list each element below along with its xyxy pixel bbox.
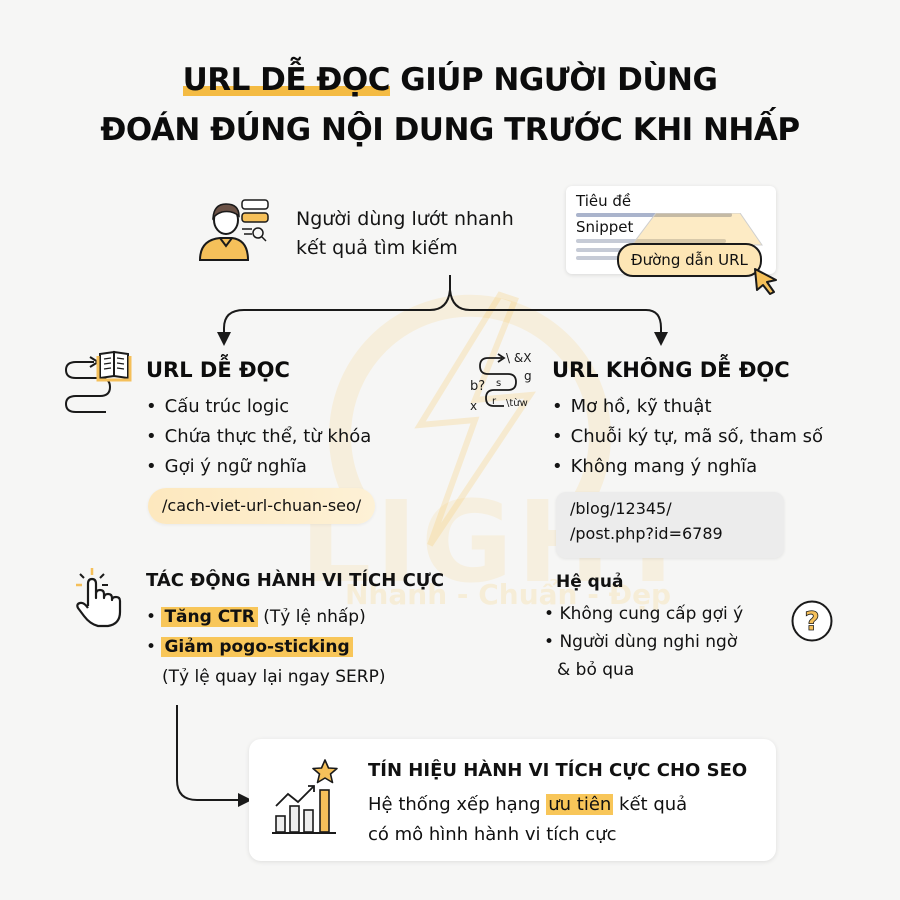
serp-snippet-bar [576, 256, 636, 260]
magnify-beam [631, 213, 763, 246]
list-item: Gợi ý ngữ nghĩa [146, 452, 371, 482]
list-item: Chứa thực thể, từ khóa [146, 422, 372, 452]
growth-chart-star-icon [272, 759, 338, 834]
list-item: • Giảm pogo-sticking [146, 632, 385, 662]
pogo-highlight: Giảm pogo-sticking [161, 637, 353, 657]
cursor-icon [754, 268, 777, 295]
path-book-icon [64, 350, 132, 413]
svg-text:?: ? [804, 607, 819, 637]
impact-heading: TÁC ĐỘNG HÀNH VI TÍCH CỰC [146, 570, 445, 591]
readable-url-heading: URL DỄ ĐỌC [146, 358, 290, 382]
list-item: Mơ hồ, kỹ thuật [552, 392, 823, 422]
seo-signal-card [249, 739, 776, 861]
list-item: Chuỗi ký tự, mã số, tham số [552, 422, 823, 452]
serp-snippet-label: Snippet [576, 218, 634, 236]
flow-arrow [176, 705, 252, 807]
serp-snippet-bar [576, 248, 636, 252]
readable-url-example: /cach-viet-url-chuan-seo/ [148, 488, 376, 524]
unreadable-url-examples: /blog/12345/ /post.php?id=6789 [556, 492, 784, 558]
svg-text:\từw: \từw [506, 397, 528, 409]
consequence-list: • Không cung cấp gợi ý • Người dùng nghi… [544, 600, 743, 684]
watermark-tagline: Nhanh - Chuẩn - Đẹp [345, 578, 672, 611]
list-item: Cấu trúc logic [146, 392, 371, 422]
question-icon: ? [791, 600, 833, 642]
list-item: Không mang ý nghĩa [552, 452, 823, 482]
serp-title-label: Tiêu đề [576, 192, 632, 210]
serp-url-pill: Đường dẫn URL [617, 243, 762, 277]
title-highlight: URL DỄ ĐỌC [182, 62, 390, 98]
seo-signal-text: Hệ thống xếp hạng ưu tiên kết quả có mô … [368, 794, 688, 845]
click-hand-icon [76, 568, 122, 628]
svg-text:x: x [470, 399, 477, 413]
impact-list: • Tăng CTR (Tỷ lệ nhấp) • Giảm pogo-stic… [146, 602, 385, 692]
svg-text:b?: b? [470, 379, 485, 394]
unreadable-url-bullets: Mơ hồ, kỹ thuật Chuỗi ký tự, mã số, tham… [552, 392, 823, 482]
list-item: • Người dùng nghi ngờ [544, 632, 738, 652]
page-title-line1: URL DỄ ĐỌC GIÚP NGƯỜI DÙNG [182, 62, 718, 98]
unreadable-url-heading: URL KHÔNG DỄ ĐỌC [552, 358, 790, 382]
ctr-highlight: Tăng CTR [161, 607, 258, 627]
svg-text:\ &X: \ &X [506, 351, 531, 365]
branch-arrows [217, 275, 668, 346]
svg-text:s: s [496, 378, 501, 389]
consequence-heading: Hệ quả [556, 572, 624, 592]
list-item: • Tăng CTR (Tỷ lệ nhấp) [146, 607, 366, 627]
list-item: • Không cung cấp gợi ý [544, 604, 744, 624]
tangled-path-icon: \ &X g b? s x r \từw [470, 351, 532, 413]
page-title-line2: ĐOÁN ĐÚNG NỘI DUNG TRƯỚC KHI NHẤP [100, 112, 800, 148]
serp-snippet-bar [576, 239, 726, 243]
readable-url-bullets: Cấu trúc logic Chứa thực thể, từ khóa Gợ… [146, 392, 372, 482]
svg-text:g: g [524, 369, 532, 383]
svg-text:r: r [492, 396, 497, 407]
seo-signal-heading: TÍN HIỆU HÀNH VI TÍCH CỰC CHO SEO [368, 760, 748, 781]
user-description: Người dùng lướt nhanh kết quả tìm kiếm [296, 208, 514, 259]
priority-highlight: ưu tiên [546, 794, 614, 815]
user-search-icon [198, 199, 269, 261]
